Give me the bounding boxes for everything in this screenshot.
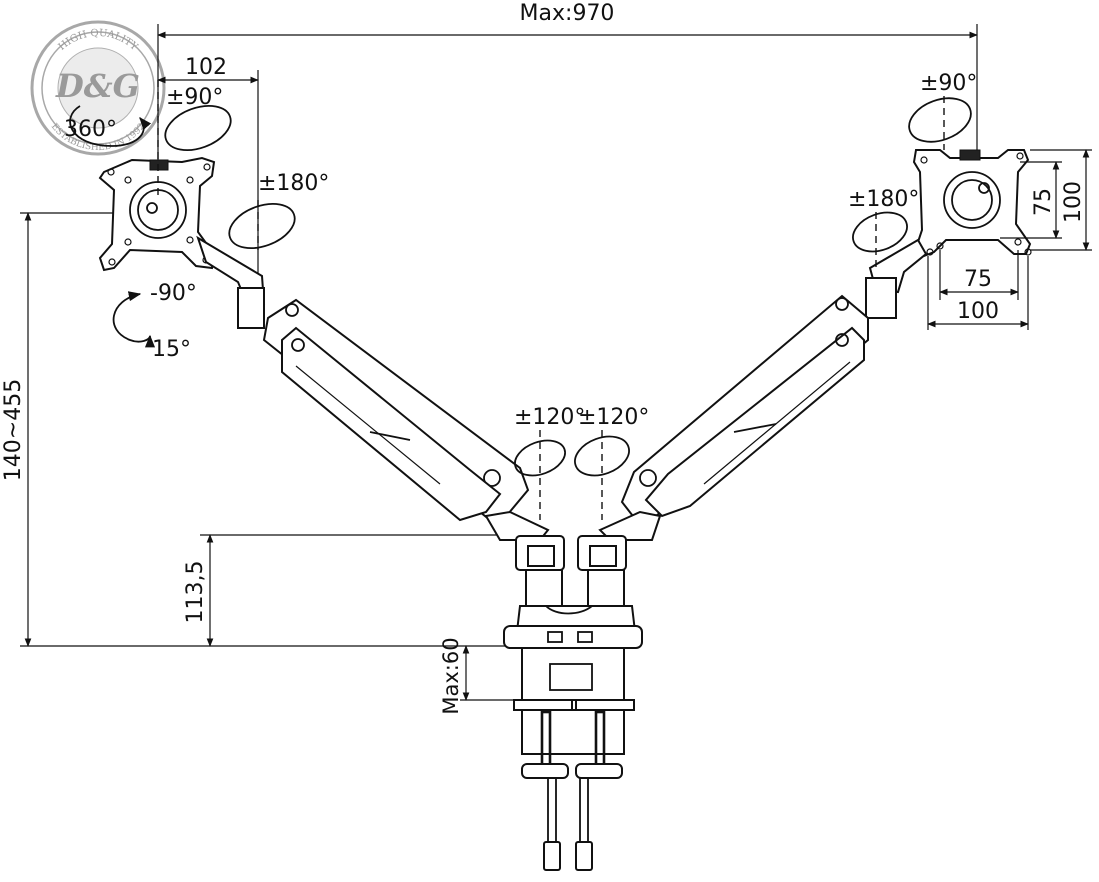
left-tilt-up-label: 15° bbox=[152, 337, 191, 362]
base-right-rotation-label: ±120° bbox=[578, 405, 649, 430]
clamp-max-label: Max:60 bbox=[439, 637, 463, 714]
overall-width-label: Max:970 bbox=[520, 1, 615, 26]
left-tilt-down-label: -90° bbox=[150, 281, 197, 306]
left-rotation-indicators: ±90° 360° ±180° -90° 15° bbox=[64, 80, 329, 362]
clamp-max-dimension: Max:60 bbox=[439, 637, 530, 715]
pole-height-label: 113,5 bbox=[183, 561, 208, 624]
height-range-dimension: 140~455 bbox=[1, 212, 510, 647]
right-vesa-vertical-dims: 75 100 bbox=[1000, 149, 1092, 251]
right-vesa-horizontal-dims: 75 100 bbox=[927, 250, 1029, 330]
base-rotation-indicators: ±120° ±120° bbox=[514, 405, 649, 520]
vesa-large-horizontal-label: 100 bbox=[957, 299, 999, 324]
center-pole-and-clamp bbox=[503, 535, 643, 871]
left-offset-dimension: 102 bbox=[157, 55, 259, 292]
base-left-rotation-label: ±120° bbox=[514, 405, 585, 430]
right-rotate-label: ±180° bbox=[848, 187, 919, 212]
height-range-label: 140~455 bbox=[1, 379, 26, 481]
left-rotate-label: ±180° bbox=[258, 171, 329, 196]
pole-height-dimension: 113,5 bbox=[183, 534, 510, 647]
left-offset-label: 102 bbox=[185, 55, 227, 80]
logo-brand: D&G bbox=[55, 67, 140, 105]
right-tilt-label: ±90° bbox=[920, 71, 977, 96]
right-vesa-plate bbox=[865, 149, 1032, 319]
right-gas-spring-arm bbox=[598, 294, 869, 541]
left-swivel-label: 360° bbox=[64, 117, 117, 142]
left-vesa-plate bbox=[98, 156, 266, 329]
vesa-large-vertical-label: 100 bbox=[1061, 181, 1086, 223]
left-tilt-label: ±90° bbox=[166, 85, 223, 110]
vesa-small-horizontal-label: 75 bbox=[964, 267, 992, 292]
overall-width-dimension: Max:970 bbox=[157, 1, 978, 160]
right-rotation-indicators: ±90° ±180° bbox=[848, 71, 977, 268]
left-gas-spring-arm bbox=[262, 298, 550, 541]
vesa-small-vertical-label: 75 bbox=[1031, 188, 1056, 216]
